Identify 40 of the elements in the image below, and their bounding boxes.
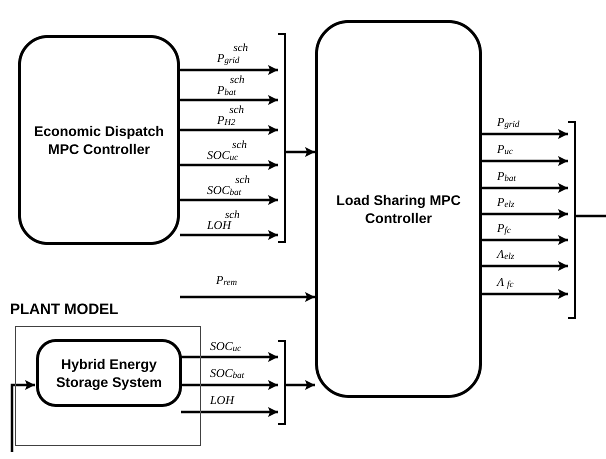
- edge-label: SOC$_{uc}$: [209, 340, 242, 353]
- arrow: [180, 160, 278, 170]
- edge-label: P$_{fc}$: [496, 222, 512, 235]
- edge-label: P$_{uc}$: [496, 143, 514, 156]
- bus-bracket: [278, 340, 286, 425]
- edge-label: SOC$_{bat}$: [209, 367, 246, 380]
- arrow: [180, 125, 278, 135]
- arrow: [181, 380, 278, 390]
- controller-box: [315, 20, 482, 398]
- arrow: [180, 195, 278, 205]
- arrow: [180, 230, 278, 240]
- edge-label: P$_{rem}$: [215, 274, 238, 287]
- edge-label: Λ $_{fc}$: [496, 276, 515, 289]
- arrow: [286, 380, 315, 390]
- section-heading: PLANT MODEL: [10, 300, 118, 320]
- controller-box: [18, 35, 180, 245]
- arrow: [10, 380, 35, 452]
- storage-system-box: [36, 339, 182, 407]
- edge-label: P$_{bat}$: [496, 170, 517, 183]
- edge-label: Λ$_{elz}$: [496, 248, 516, 261]
- arrow: [180, 65, 278, 75]
- edge-label: P$_{grid}$: [496, 116, 520, 129]
- arrow: [180, 95, 278, 105]
- arrow: [482, 289, 568, 299]
- node-label: Economic Dispatch MPC Controller: [33, 122, 165, 158]
- edge-label: P$_{elz}$: [496, 196, 516, 209]
- arrow: [482, 209, 568, 219]
- arrow: [181, 352, 278, 362]
- arrow: [286, 147, 315, 157]
- bus-bracket: [278, 33, 286, 243]
- arrow: [180, 292, 315, 302]
- node-label: Load Sharing MPC Controller: [335, 190, 462, 228]
- arrow: [482, 183, 568, 193]
- arrow: [181, 407, 278, 417]
- arrow: [482, 129, 568, 139]
- arrow: [482, 261, 568, 271]
- bus-bracket: [568, 121, 576, 319]
- arrow: [482, 156, 568, 166]
- edge-label: LOH: [209, 394, 236, 406]
- node-label: Hybrid Energy Storage System: [55, 354, 163, 392]
